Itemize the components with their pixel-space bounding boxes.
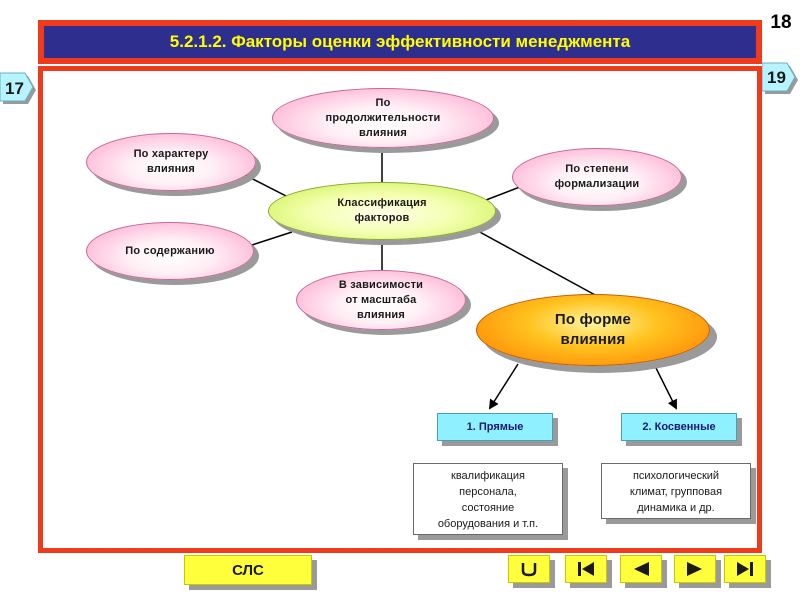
node-scale: В зависимости от масштаба влияния	[296, 270, 466, 330]
line-center-content	[251, 231, 293, 246]
category-indirect: 2. Косвенные	[621, 413, 737, 441]
first-slide-button[interactable]	[565, 555, 607, 583]
page-title: 5.2.1.2. Факторы оценки эффективности ме…	[44, 26, 756, 58]
last-slide-button[interactable]	[724, 555, 766, 583]
arrow-form-indirect	[655, 367, 677, 410]
prev-slide-arrow[interactable]: 17	[0, 70, 38, 110]
desc-indirect: психологический климат, групповая динами…	[601, 463, 751, 519]
arrow-left-shape	[0, 72, 36, 104]
return-icon	[521, 563, 537, 577]
first-icon	[578, 562, 594, 576]
next-slide-arrow[interactable]: 19	[761, 60, 800, 100]
prev-button[interactable]	[620, 555, 662, 583]
node-formalization: По степени формализации	[512, 148, 682, 206]
slc-button[interactable]: СЛС	[184, 555, 312, 585]
next-button[interactable]	[674, 555, 716, 583]
arrow-right-shape	[761, 62, 798, 94]
prev-slide-number: 17	[5, 79, 24, 98]
line-center-character	[244, 174, 291, 199]
node-classification: Классификация факторов	[268, 182, 496, 240]
category-direct: 1. Прямые	[437, 413, 553, 441]
return-button[interactable]	[508, 555, 550, 583]
line-center-form	[475, 229, 598, 297]
node-content: По содержанию	[86, 222, 254, 280]
arrow-form-direct	[488, 363, 519, 410]
desc-direct: квалификация персонала, состояние оборуд…	[413, 463, 563, 535]
next-slide-number: 19	[767, 68, 786, 87]
node-duration: По продолжительности влияния	[272, 88, 494, 148]
page-number: 18	[770, 12, 792, 33]
prev-icon	[634, 562, 649, 576]
next-icon	[687, 562, 702, 576]
node-form: По форме влияния	[476, 294, 710, 366]
node-character: По характеру влияния	[86, 133, 256, 191]
last-icon	[737, 562, 753, 576]
